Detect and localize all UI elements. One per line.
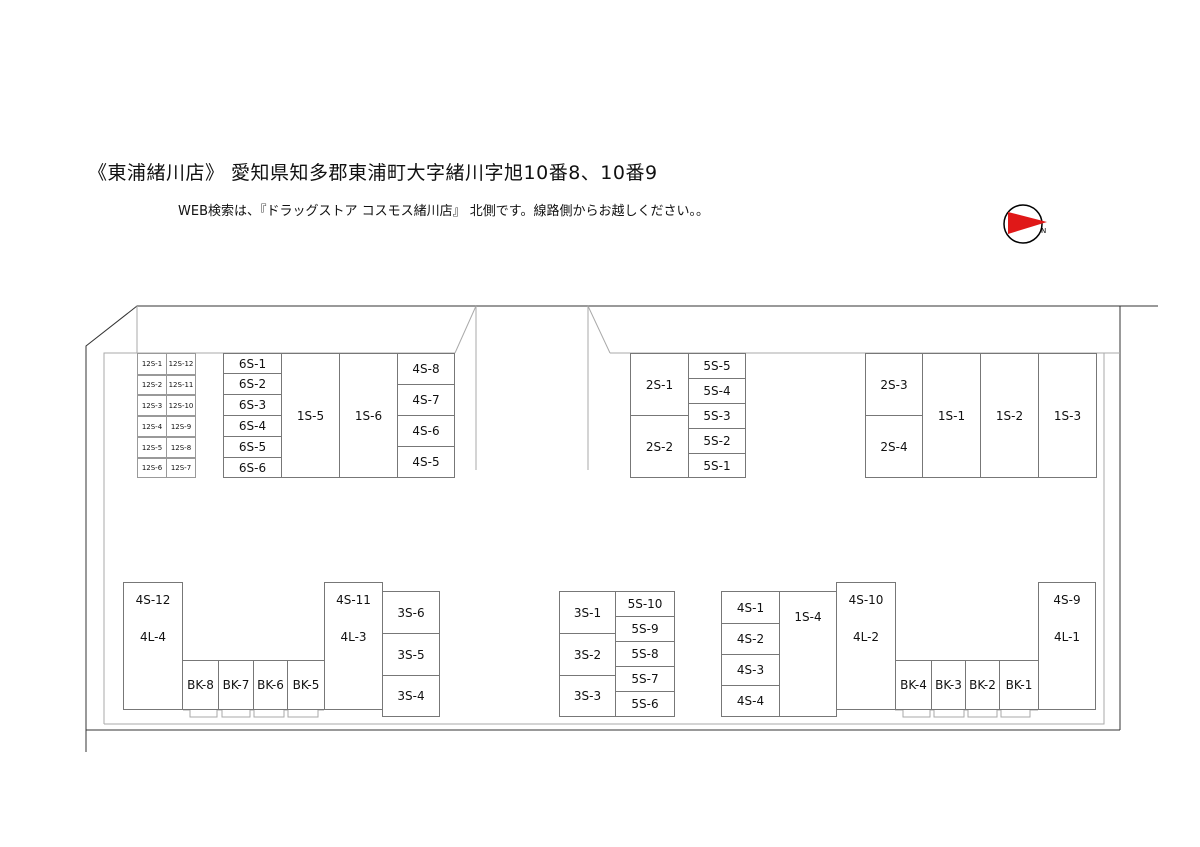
- unit-4S-6[interactable]: 4S-6: [397, 415, 455, 447]
- unit-4L-1[interactable]: 4S-9 4L-1: [1038, 582, 1096, 710]
- unit-12S-1[interactable]: 12S-1: [137, 353, 167, 375]
- unit-3S-2[interactable]: 3S-2: [559, 633, 616, 676]
- unit-3S-5[interactable]: 3S-5: [382, 633, 440, 676]
- compass-arrow: [1008, 212, 1047, 234]
- unit-BK-1[interactable]: BK-1: [999, 660, 1039, 710]
- unit-6S-3[interactable]: 6S-3: [223, 394, 282, 416]
- unit-3S-3[interactable]: 3S-3: [559, 675, 616, 717]
- unit-1S-2[interactable]: 1S-2: [980, 353, 1039, 478]
- unit-label-4L-3: 4L-3: [340, 630, 367, 644]
- unit-12S-9[interactable]: 12S-9: [166, 416, 196, 437]
- unit-1S-3[interactable]: 1S-3: [1038, 353, 1097, 478]
- unit-4L-4[interactable]: 4S-12 4L-4: [123, 582, 183, 710]
- page-title: 《東浦緒川店》 愛知県知多郡東浦町大字緒川字旭10番8、10番9: [88, 162, 658, 184]
- unit-label-4S-12: 4S-12: [135, 593, 171, 607]
- unit-BK-7[interactable]: BK-7: [218, 660, 254, 710]
- directions-note: WEB検索は、『ドラッグストア コスモス緒川店』 北側です。線路側からお越しくだ…: [178, 204, 709, 219]
- unit-2S-3[interactable]: 2S-3: [865, 353, 923, 416]
- unit-5S-2[interactable]: 5S-2: [688, 428, 746, 454]
- unit-4S-5[interactable]: 4S-5: [397, 446, 455, 478]
- unit-12S-4[interactable]: 12S-4: [137, 416, 167, 437]
- unit-4L-3[interactable]: 4S-11 4L-3: [324, 582, 383, 710]
- unit-2S-1[interactable]: 2S-1: [630, 353, 689, 416]
- unit-12S-6[interactable]: 12S-6: [137, 458, 167, 478]
- unit-6S-2[interactable]: 6S-2: [223, 373, 282, 395]
- unit-1S-6[interactable]: 1S-6: [339, 353, 398, 478]
- unit-2S-2[interactable]: 2S-2: [630, 415, 689, 478]
- unit-3S-4[interactable]: 3S-4: [382, 675, 440, 717]
- unit-5S-6[interactable]: 5S-6: [615, 691, 675, 717]
- unit-3S-1[interactable]: 3S-1: [559, 591, 616, 634]
- unit-12S-8[interactable]: 12S-8: [166, 437, 196, 458]
- unit-5S-8[interactable]: 5S-8: [615, 641, 675, 667]
- unit-label-4L-2: 4L-2: [852, 630, 880, 644]
- unit-2S-4[interactable]: 2S-4: [865, 415, 923, 478]
- unit-5S-4[interactable]: 5S-4: [688, 378, 746, 404]
- unit-5S-3[interactable]: 5S-3: [688, 403, 746, 429]
- unit-5S-7[interactable]: 5S-7: [615, 666, 675, 692]
- unit-5S-1[interactable]: 5S-1: [688, 453, 746, 478]
- unit-5S-9[interactable]: 5S-9: [615, 616, 675, 642]
- unit-12S-7[interactable]: 12S-7: [166, 458, 196, 478]
- unit-label-4L-1: 4L-1: [1053, 630, 1081, 644]
- unit-BK-5[interactable]: BK-5: [287, 660, 325, 710]
- unit-4S-8[interactable]: 4S-8: [397, 353, 455, 385]
- unit-label-4S-9: 4S-9: [1053, 593, 1081, 607]
- unit-5S-10[interactable]: 5S-10: [615, 591, 675, 617]
- unit-12S-12[interactable]: 12S-12: [166, 353, 196, 375]
- unit-4S-2[interactable]: 4S-2: [721, 623, 780, 655]
- unit-label-4L-4: 4L-4: [139, 630, 167, 644]
- unit-1S-4[interactable]: 1S-4: [779, 591, 837, 717]
- unit-6S-5[interactable]: 6S-5: [223, 436, 282, 458]
- unit-BK-8[interactable]: BK-8: [182, 660, 219, 710]
- unit-4S-3[interactable]: 4S-3: [721, 654, 780, 686]
- unit-6S-6[interactable]: 6S-6: [223, 457, 282, 478]
- compass-letter: N: [1041, 227, 1046, 235]
- unit-4S-7[interactable]: 4S-7: [397, 384, 455, 416]
- unit-3S-6[interactable]: 3S-6: [382, 591, 440, 634]
- unit-12S-10[interactable]: 12S-10: [166, 395, 196, 416]
- unit-1S-1[interactable]: 1S-1: [922, 353, 981, 478]
- unit-6S-1[interactable]: 6S-1: [223, 353, 282, 374]
- unit-4S-1[interactable]: 4S-1: [721, 591, 780, 624]
- unit-12S-11[interactable]: 12S-11: [166, 375, 196, 395]
- unit-12S-2[interactable]: 12S-2: [137, 375, 167, 395]
- north-compass-icon: N: [1003, 204, 1047, 244]
- unit-4L-2[interactable]: 4S-10 4L-2: [836, 582, 896, 710]
- unit-label-4S-10: 4S-10: [848, 593, 884, 607]
- unit-BK-3[interactable]: BK-3: [931, 660, 966, 710]
- unit-4S-4[interactable]: 4S-4: [721, 685, 780, 717]
- unit-BK-4[interactable]: BK-4: [895, 660, 932, 710]
- unit-BK-2[interactable]: BK-2: [965, 660, 1000, 710]
- unit-12S-5[interactable]: 12S-5: [137, 437, 167, 458]
- unit-1S-5[interactable]: 1S-5: [281, 353, 340, 478]
- unit-BK-6[interactable]: BK-6: [253, 660, 288, 710]
- unit-5S-5[interactable]: 5S-5: [688, 353, 746, 379]
- unit-label-4S-11: 4S-11: [336, 593, 371, 607]
- unit-6S-4[interactable]: 6S-4: [223, 415, 282, 437]
- unit-12S-3[interactable]: 12S-3: [137, 395, 167, 416]
